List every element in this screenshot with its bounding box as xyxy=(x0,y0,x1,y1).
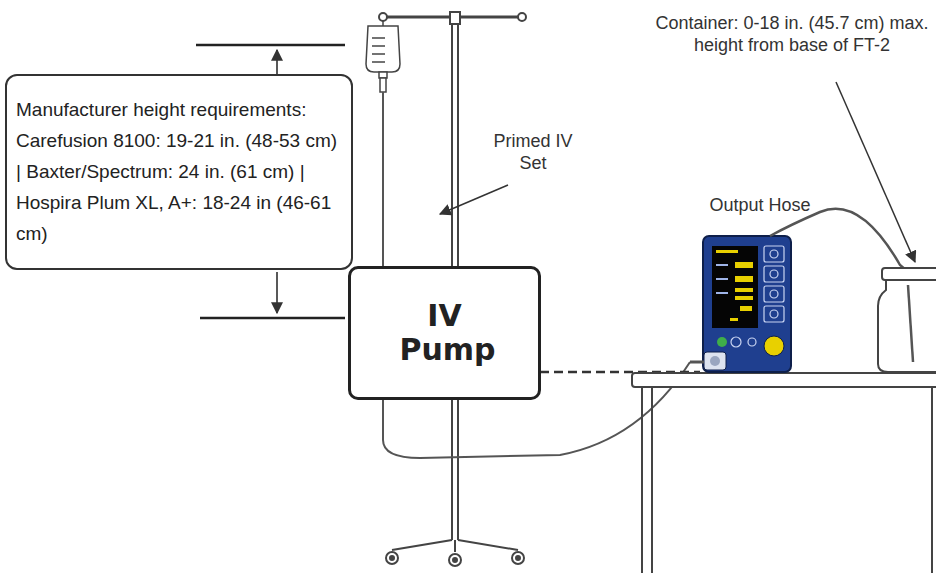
hose-in-jar xyxy=(908,285,913,362)
table xyxy=(632,373,936,573)
pump-box: IV Pump xyxy=(348,266,541,400)
leader-arrow xyxy=(440,185,508,214)
hose-label: Output Hose xyxy=(700,194,820,216)
pump-label: IV Pump xyxy=(400,299,490,367)
requirement-text: Manufacturer height requirements: Carefu… xyxy=(16,94,343,249)
callout-box: Manufacturer height requirements: Carefu… xyxy=(5,74,353,270)
set-label: Primed IV Set xyxy=(478,130,588,174)
container-jar xyxy=(878,268,936,372)
leader-arrow xyxy=(836,82,915,262)
container-note: Container: 0-18 in. (45.7 cm) max. heigh… xyxy=(652,12,932,56)
flow-analyzer xyxy=(690,236,791,372)
iv-bag xyxy=(366,21,400,92)
